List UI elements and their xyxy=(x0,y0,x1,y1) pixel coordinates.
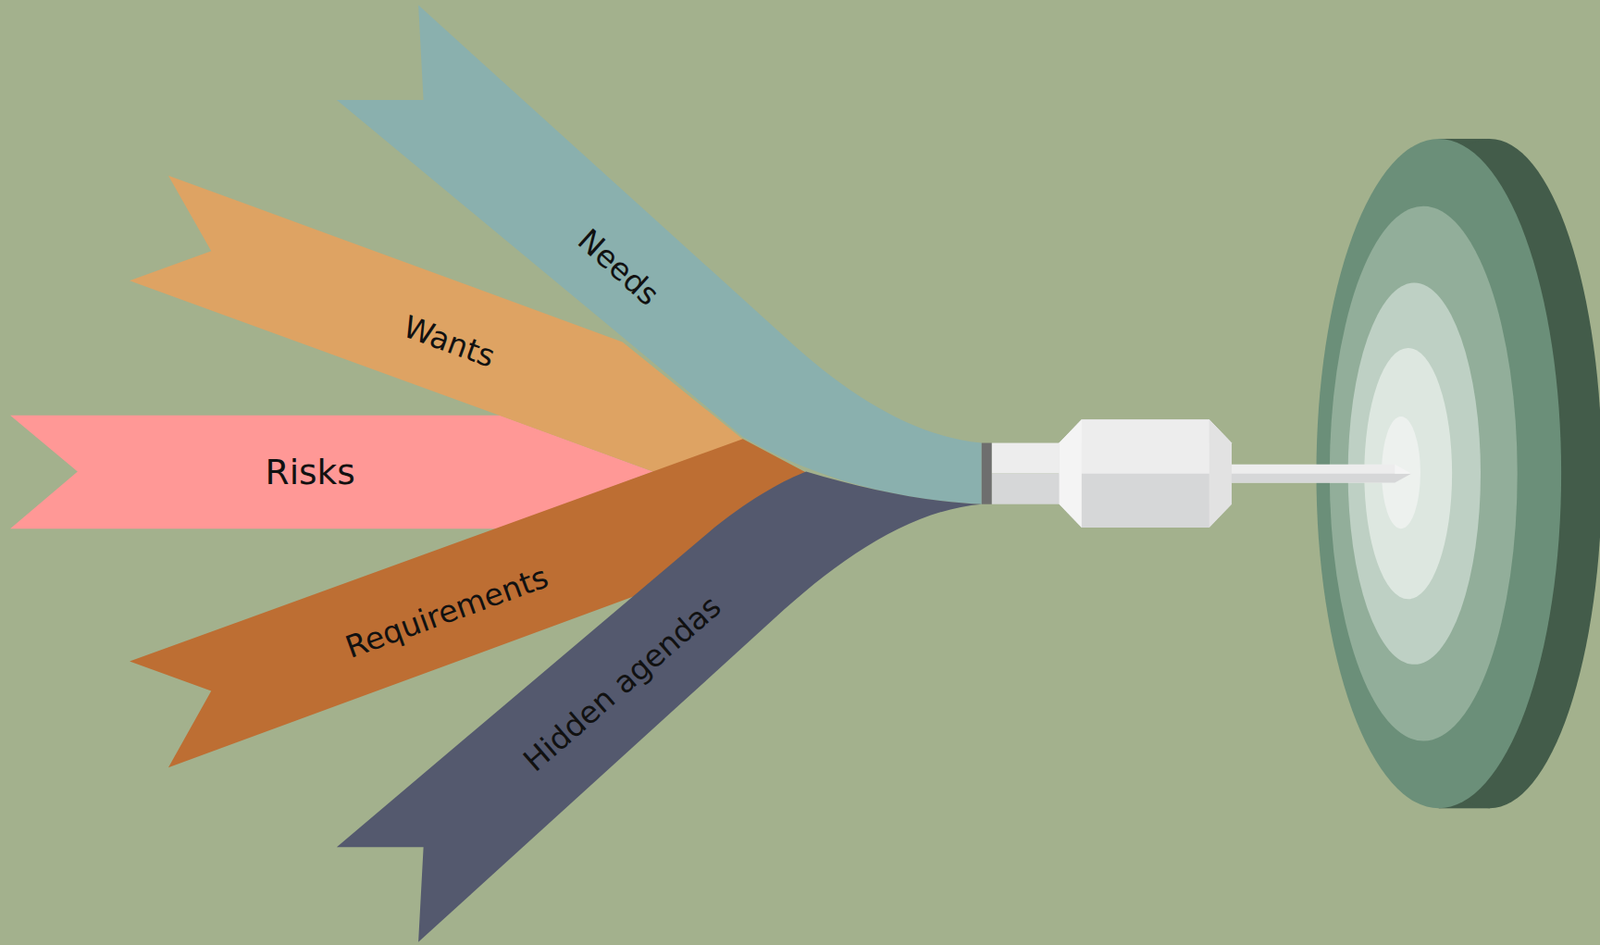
dart-neck xyxy=(992,473,1061,505)
ribbon-label: Risks xyxy=(265,454,356,489)
dart-barrel-highlight xyxy=(1059,419,1232,473)
ribbon-band: Hidden agendas xyxy=(331,464,987,945)
ribbon-band: Needs xyxy=(331,0,987,510)
dart-barrel-bevel xyxy=(1209,419,1232,528)
ribbon-outline xyxy=(331,464,987,945)
ribbon-shape xyxy=(336,471,982,942)
dart-neck xyxy=(992,443,1061,474)
dart-tip xyxy=(1394,464,1412,474)
dart-shaft-shade xyxy=(1231,473,1412,484)
ribbon-outline xyxy=(331,0,987,510)
dart-barrel-bevel xyxy=(1059,419,1082,528)
dart-barrel xyxy=(1059,419,1232,528)
dart-collar xyxy=(981,443,993,505)
dart xyxy=(981,419,1412,528)
